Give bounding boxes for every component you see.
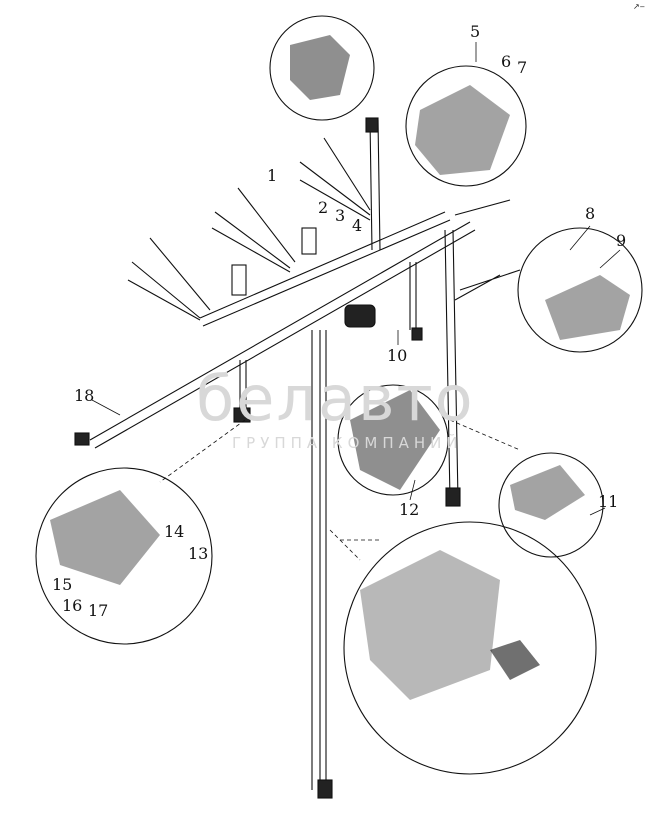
callout-7: 7	[517, 58, 528, 77]
callout-17: 17	[88, 601, 109, 620]
callout-leaders	[91, 42, 621, 516]
callout-18: 18	[74, 386, 95, 405]
callout-9: 9	[616, 231, 627, 250]
detail-circle-right	[517, 227, 643, 353]
leader-lines	[159, 419, 521, 561]
callout-11: 11	[598, 492, 619, 511]
callout-5: 5	[470, 22, 481, 41]
watermark-subtitle: ГРУППА КОМПАНИЙ	[232, 434, 463, 452]
corner-mark: ↗‒	[633, 2, 645, 11]
callout-16: 16	[62, 596, 83, 615]
callout-3: 3	[335, 206, 346, 225]
callout-8: 8	[585, 204, 596, 223]
detail-circle-top-right	[405, 65, 527, 187]
callout-4: 4	[352, 216, 363, 235]
sensor-leads	[127, 137, 371, 321]
callout-12: 12	[399, 500, 420, 519]
callout-2: 2	[318, 198, 329, 217]
callout-1: 1	[267, 166, 278, 185]
detail-circle-middle	[337, 384, 449, 496]
callout-13: 13	[188, 544, 209, 563]
detail-circle-bottom-left	[35, 467, 213, 645]
component-shading	[50, 35, 630, 700]
detail-circles	[35, 15, 643, 775]
watermark-logo: белавто	[196, 362, 475, 435]
callout-10: 10	[387, 346, 408, 365]
harness-main	[74, 117, 521, 799]
callout-6: 6	[501, 52, 512, 71]
detail-circle-bottom	[343, 521, 597, 775]
detail-circle-right-lower	[498, 452, 604, 558]
callout-14: 14	[164, 522, 185, 541]
detail-circle-top	[269, 15, 375, 121]
callout-15: 15	[52, 575, 73, 594]
